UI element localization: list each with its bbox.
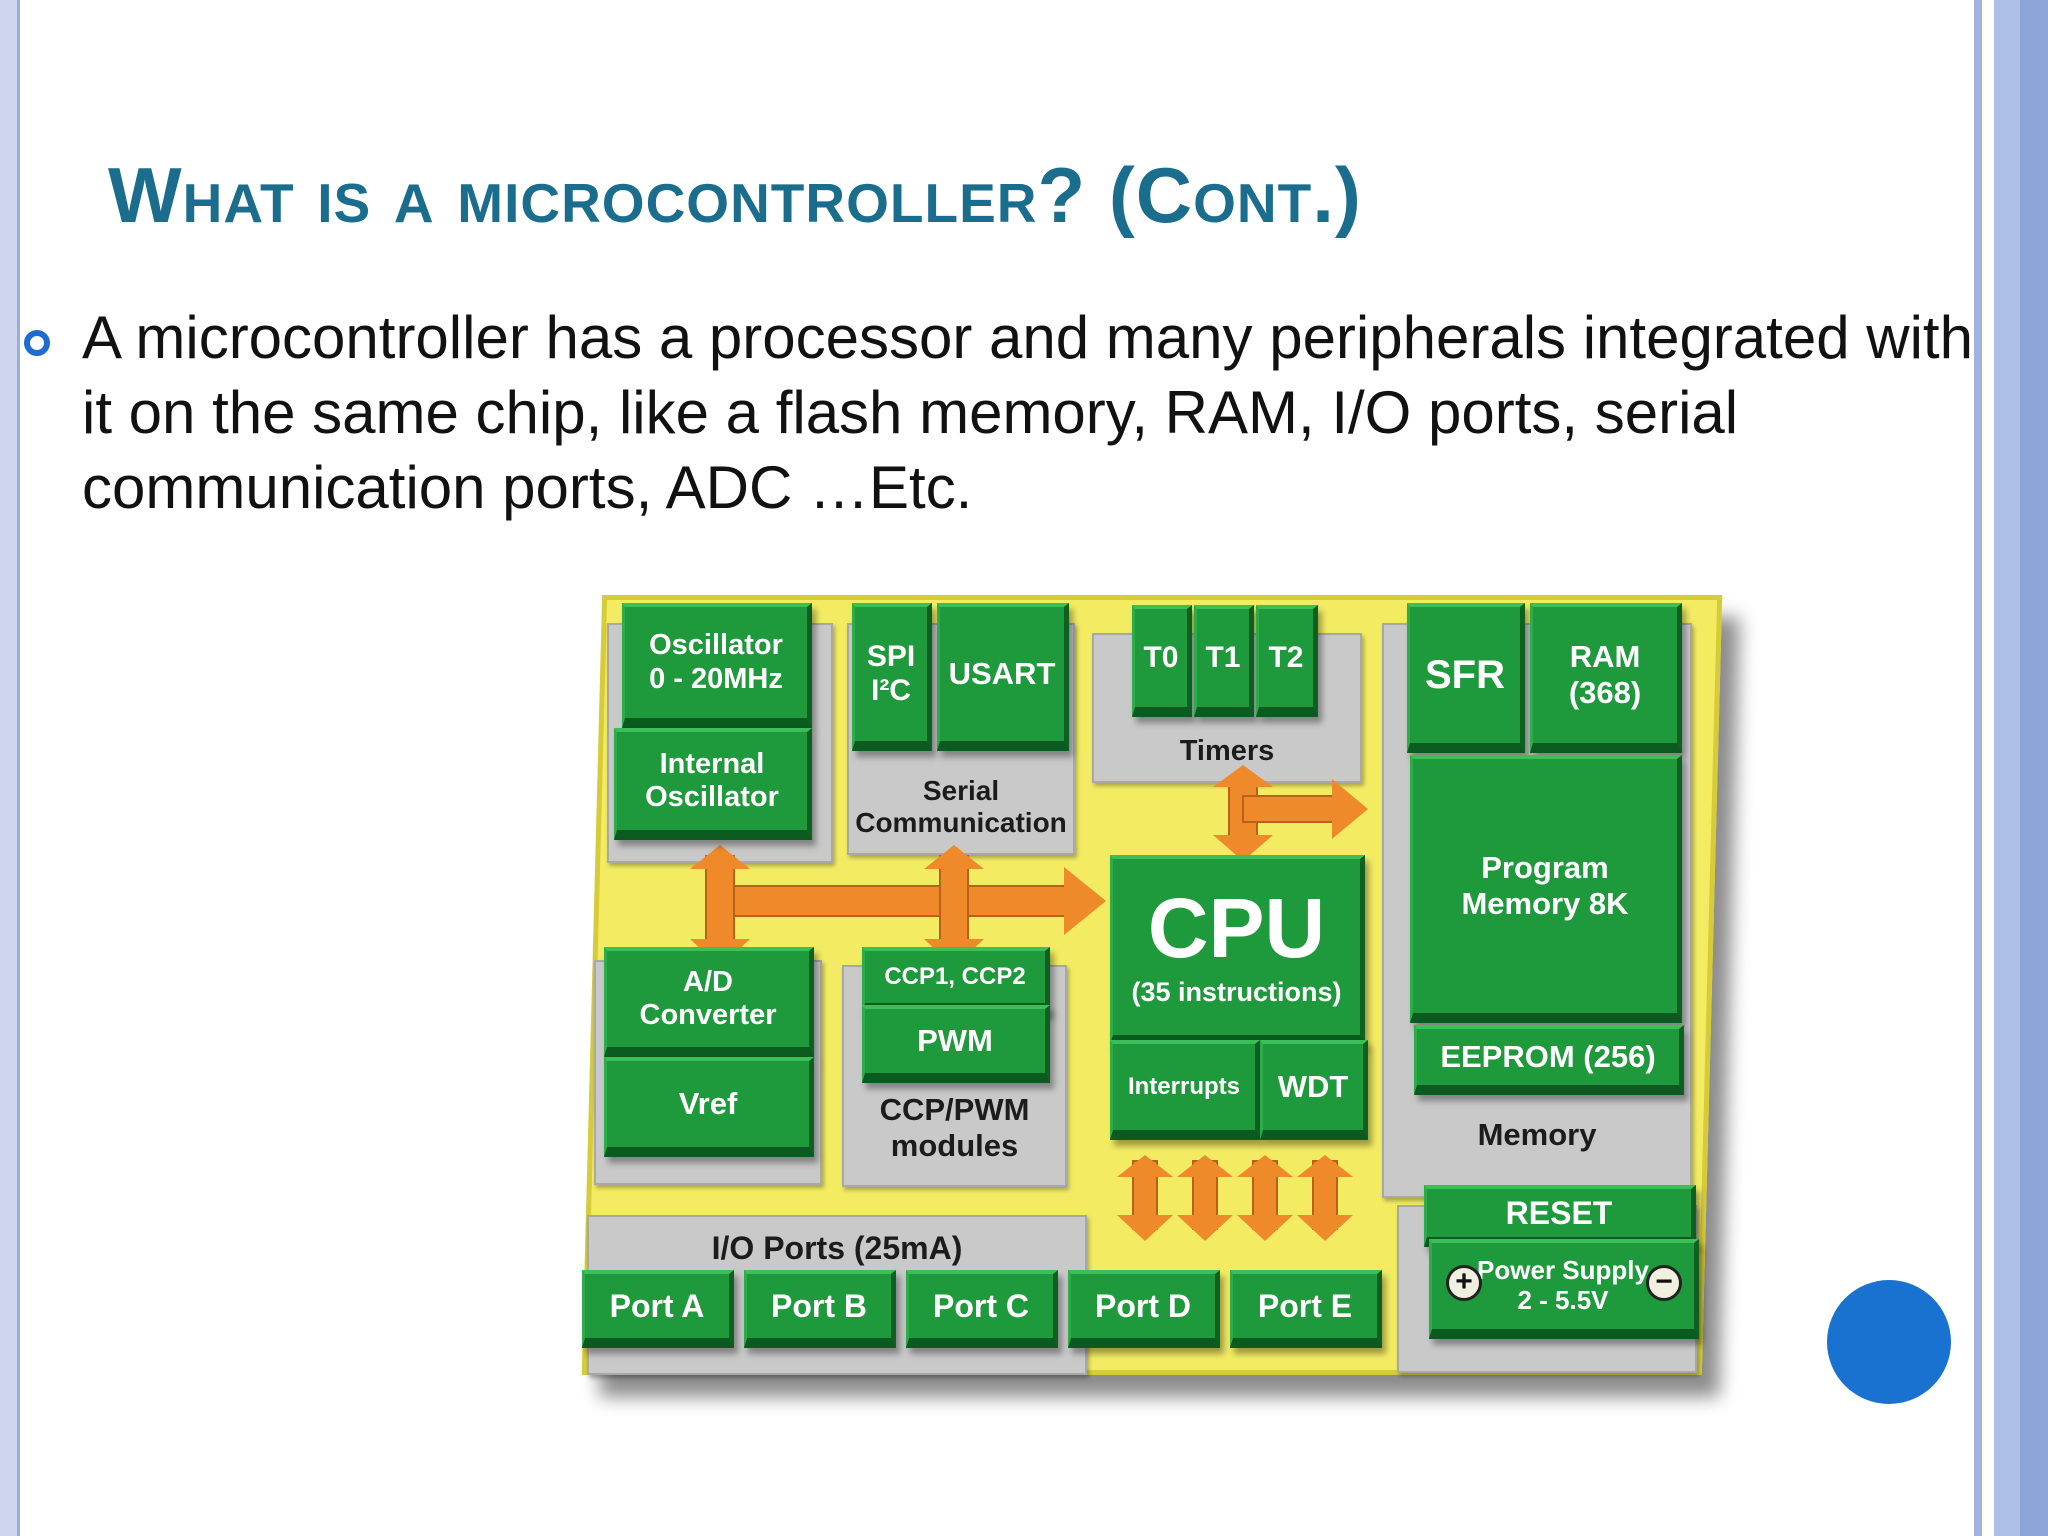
spi-i2c-block: SPI I²C [852,603,932,751]
port-arrow-3-bottom [1237,1215,1293,1241]
bus-arrow-horizontal [727,885,1067,917]
usart-block: USART [937,603,1069,751]
slide-body-text: A microcontroller has a processor and ma… [82,304,1973,521]
port-arrow-2-bottom [1177,1215,1233,1241]
wdt-block: WDT [1260,1040,1368,1140]
io-ports-label: I/O Ports (25mA) [711,1230,963,1266]
timer-arrow-head-right [1332,779,1368,839]
bus-arrow-head-right [1064,867,1106,935]
oscillator-block: Oscillator 0 - 20MHz [622,603,812,728]
port-c-block: Port C [906,1270,1058,1348]
port-arrow-1-top [1117,1155,1173,1177]
bus-arrow-head-up-mid [924,845,984,869]
timer-t2-block: T2 [1256,605,1318,717]
serial-label: Serial Communication [855,775,1067,839]
cpu-instructions-label: (35 instructions) [1131,977,1342,1008]
port-b-block: Port B [744,1270,896,1348]
microcontroller-diagram: Serial Communication Timers Memory CCP/P… [552,595,1792,1395]
ram-block: RAM (368) [1530,603,1682,753]
cpu-block: CPU (35 instructions) [1110,855,1365,1045]
cpu-label: CPU [1147,881,1326,976]
timer-arrow-horizontal [1242,795,1337,823]
plus-icon: + [1446,1265,1482,1301]
port-arrow-2-top [1177,1155,1233,1177]
port-arrow-1-bottom [1117,1215,1173,1241]
ccp-block: CCP1, CCP2 [862,947,1050,1013]
ccp-pwm-label: CCP/PWM modules [879,1092,1030,1163]
port-arrow-3-top [1237,1155,1293,1177]
internal-oscillator-block: Internal Oscillator [614,728,812,840]
power-supply-label: Power Supply 2 - 5.5V [1477,1255,1649,1315]
slide-title: What is a microcontroller? (Cont.) [108,150,1362,241]
interrupts-block: Interrupts [1110,1040,1260,1140]
port-d-block: Port D [1068,1270,1220,1348]
timer-t0-block: T0 [1132,605,1192,717]
slide-title-text: What is a microcontroller? (Cont.) [108,151,1362,239]
port-e-block: Port E [1230,1270,1382,1348]
sfr-block: SFR [1407,603,1525,753]
bus-arrow-head-up-left [690,845,750,869]
timers-label: Timers [1179,735,1275,767]
minus-icon: − [1646,1265,1682,1301]
bullet-icon [24,330,50,356]
timer-arrow-head-up [1213,765,1273,787]
decorative-circle [1827,1280,1951,1404]
eeprom-block: EEPROM (256) [1414,1025,1684,1095]
port-arrow-4-top [1297,1155,1353,1177]
pwm-block: PWM [862,1005,1050,1083]
ad-converter-block: A/D Converter [604,947,814,1057]
timer-t1-block: T1 [1194,605,1254,717]
vref-block: Vref [604,1057,814,1157]
reset-block: RESET [1424,1185,1696,1247]
port-arrow-4-bottom [1297,1215,1353,1241]
memory-label: Memory [1477,1117,1597,1152]
program-memory-block: Program Memory 8K [1410,755,1682,1023]
power-supply-block: + Power Supply 2 - 5.5V − [1429,1239,1699,1339]
slide-right-border [1964,0,2048,1536]
port-a-block: Port A [582,1270,734,1348]
slide-left-border [0,0,20,1536]
